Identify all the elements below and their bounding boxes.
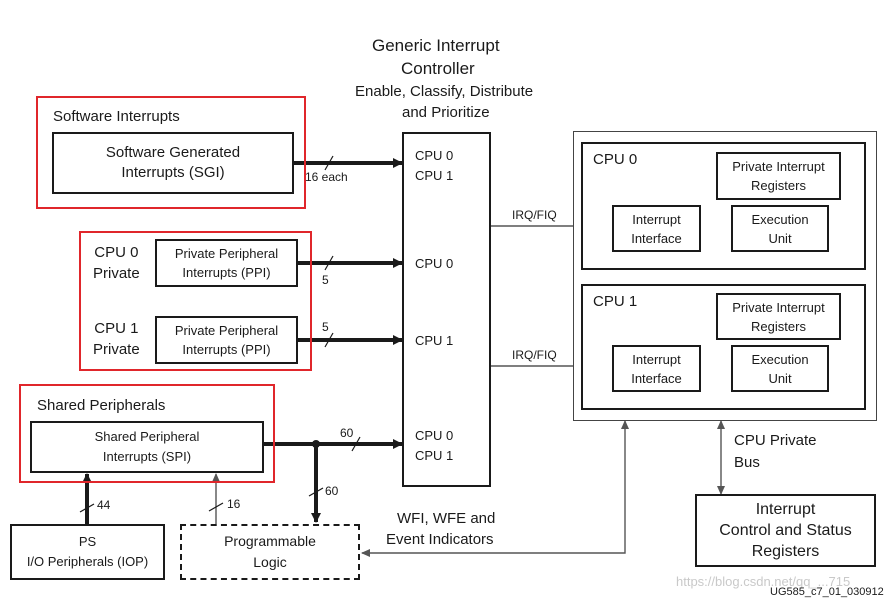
spi-pl-bus-width: 60 [325, 484, 339, 498]
sgi-box-line2: Interrupts (SGI) [121, 164, 225, 181]
sgi-bus-slash [324, 155, 334, 171]
shared-peripherals-label: Shared Peripherals [37, 397, 166, 414]
figure-id: UG585_c7_01_030912 [770, 586, 884, 598]
cpu1-eu-line2: Unit [768, 370, 792, 386]
gic-input-sgi-cpu1: CPU 1 [415, 168, 454, 183]
software-interrupts-label: Software Interrupts [53, 108, 180, 125]
pl-to-spi-slash [208, 502, 224, 512]
watermark-text: https://blog.csdn.net/qq_...715 [676, 574, 851, 589]
icsr-line2: Control and Status [719, 522, 852, 539]
ps-iop-box: PS I/O Peripherals (IOP) [10, 524, 165, 580]
programmable-logic-box: Programmable Logic [180, 524, 360, 580]
ppi-cpu1-box-line1: Private Peripheral [174, 323, 279, 338]
cpu1-eu-line1: Execution [751, 351, 809, 367]
programmable-logic-line2: Logic [253, 554, 287, 570]
cpu1-execution-unit: Execution Unit [731, 345, 829, 392]
wfi-label-line1: WFI, WFE and [397, 510, 496, 527]
ppi-cpu0-bus-width: 5 [322, 273, 329, 287]
cpu1-interrupt-interface: Interrupt Interface [612, 345, 701, 392]
cpu1-pir-line1: Private Interrupt [732, 299, 825, 315]
cpu1-pir-line2: Registers [751, 318, 806, 334]
wfi-event-path [361, 420, 629, 557]
cpu0-ii-line1: Interrupt [632, 211, 681, 227]
sgi-bus-width: 16 each [305, 170, 348, 184]
cpu0-title: CPU 0 [593, 151, 638, 168]
irq-fiq-label-cpu0: IRQ/FIQ [512, 208, 557, 222]
spi-box: Shared Peripheral Interrupts (SPI) [30, 421, 264, 473]
gic-subtitle-line1: Enable, Classify, Distribute [355, 83, 534, 100]
spi-to-pl-slash [308, 487, 324, 497]
ppi0-bus-slash [324, 255, 334, 271]
icsr-line1: Interrupt [755, 501, 816, 518]
cpu0-interrupt-interface: Interrupt Interface [612, 205, 701, 252]
ps-bus-width: 44 [97, 498, 111, 512]
cpu0-private-interrupt-registers: Private Interrupt Registers [716, 152, 841, 200]
gic-input-spi-cpu1: CPU 1 [415, 448, 454, 463]
ppi-cpu0-box-line2: Interrupts (PPI) [182, 265, 271, 280]
gic-block [402, 132, 491, 487]
gic-input-ppi-cpu0: CPU 0 [415, 256, 454, 271]
cpu0-execution-unit: Execution Unit [731, 205, 829, 252]
cpu1-ii-line2: Interface [631, 370, 682, 386]
cpu1-ii-line1: Interrupt [632, 351, 681, 367]
ppi-cpu0-label-line2: Private [93, 265, 140, 282]
gic-input-ppi-cpu1: CPU 1 [415, 333, 454, 348]
software-interrupts-group [36, 96, 306, 209]
cpu-private-bus-line1: CPU Private [734, 432, 817, 449]
ppi-cpu1-box-line2: Interrupts (PPI) [182, 342, 271, 357]
cpu-private-bus-line2: Bus [734, 454, 760, 471]
cpu0-eu-line1: Execution [751, 211, 809, 227]
ppi-cpu0-label-line1: CPU 0 [94, 244, 139, 261]
sgi-box: Software Generated Interrupts (SGI) [52, 132, 294, 194]
spi-gic-bus-width: 60 [340, 426, 354, 440]
ppi-cpu0-box-line1: Private Peripheral [174, 246, 279, 261]
ppi-cpu1-box: Private Peripheral Interrupts (PPI) [155, 316, 298, 364]
ppi-cpu1-label-line1: CPU 1 [94, 320, 139, 337]
spi-box-line1: Shared Peripheral [94, 429, 200, 444]
ps-to-spi-slash [79, 503, 95, 513]
ppi-cpu1-label: CPU 1 Private [93, 318, 140, 360]
ppi-cpu1-label-line2: Private [93, 341, 140, 358]
gic-subtitle-line2: and Prioritize [402, 104, 490, 121]
ppi-cpu0-box: Private Peripheral Interrupts (PPI) [155, 239, 298, 287]
cpu1-private-interrupt-registers: Private Interrupt Registers [716, 293, 841, 340]
cpu0-pir-line2: Registers [751, 178, 806, 193]
ppi-cpu1-bus-width: 5 [322, 320, 329, 334]
gic-title-line2: Controller [401, 59, 475, 78]
wfi-label-line2: Event Indicators [386, 531, 494, 548]
ps-iop-line2: I/O Peripherals (IOP) [26, 554, 149, 569]
ps-iop-line1: PS [78, 534, 97, 549]
gic-input-sgi-cpu0: CPU 0 [415, 148, 454, 163]
gic-title-line1: Generic Interrupt [372, 36, 500, 55]
spi-bus-slash [351, 436, 361, 452]
cpu0-eu-line2: Unit [768, 230, 792, 246]
gic-input-spi-cpu0: CPU 0 [415, 428, 454, 443]
sgi-box-line1: Software Generated [105, 144, 241, 161]
irq-fiq-label-cpu1: IRQ/FIQ [512, 348, 557, 362]
interrupt-control-status-registers: Interrupt Control and Status Registers [695, 494, 876, 567]
icsr-line3: Registers [751, 543, 820, 560]
shared-peripherals-group [19, 384, 275, 483]
cpu1-title: CPU 1 [593, 293, 638, 310]
ppi-group [79, 231, 312, 371]
spi-box-line2: Interrupts (SPI) [102, 449, 192, 464]
ppi-cpu0-label: CPU 0 Private [93, 242, 140, 284]
pl-up-bus-width: 16 [227, 497, 241, 511]
cpu0-ii-line2: Interface [631, 230, 682, 246]
programmable-logic-line1: Programmable [224, 533, 316, 549]
ppi1-bus-slash [324, 332, 334, 348]
cpu0-pir-line1: Private Interrupt [732, 159, 825, 174]
